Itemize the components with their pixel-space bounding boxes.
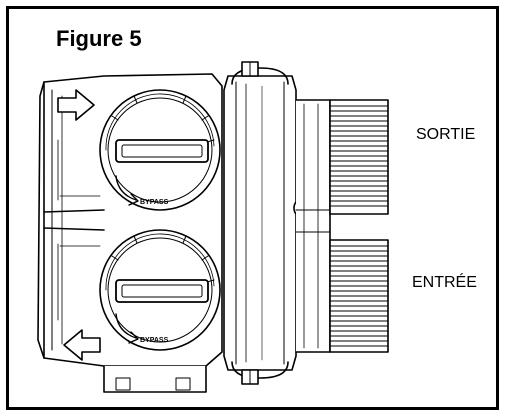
figure-title: Figure 5 [56, 26, 142, 51]
bypass-text-top: BYPASS [140, 199, 169, 206]
threaded-inlet-port [329, 239, 389, 353]
threaded-outlet-port [329, 99, 389, 215]
flow-arrow-left-icon [63, 329, 101, 361]
bypass-knob-top: BYPASS [99, 89, 221, 211]
bottom-mount [103, 365, 207, 393]
flow-arrow-right-icon [57, 89, 95, 121]
outlet-label: SORTIE [416, 126, 476, 143]
inlet-label: ENTRÉE [412, 274, 477, 291]
bypass-knob-bottom: BYPASS [99, 229, 221, 351]
bypass-text-bottom: BYPASS [140, 337, 169, 344]
center-clamp [223, 61, 307, 385]
outlet-inlet-body [295, 99, 331, 353]
